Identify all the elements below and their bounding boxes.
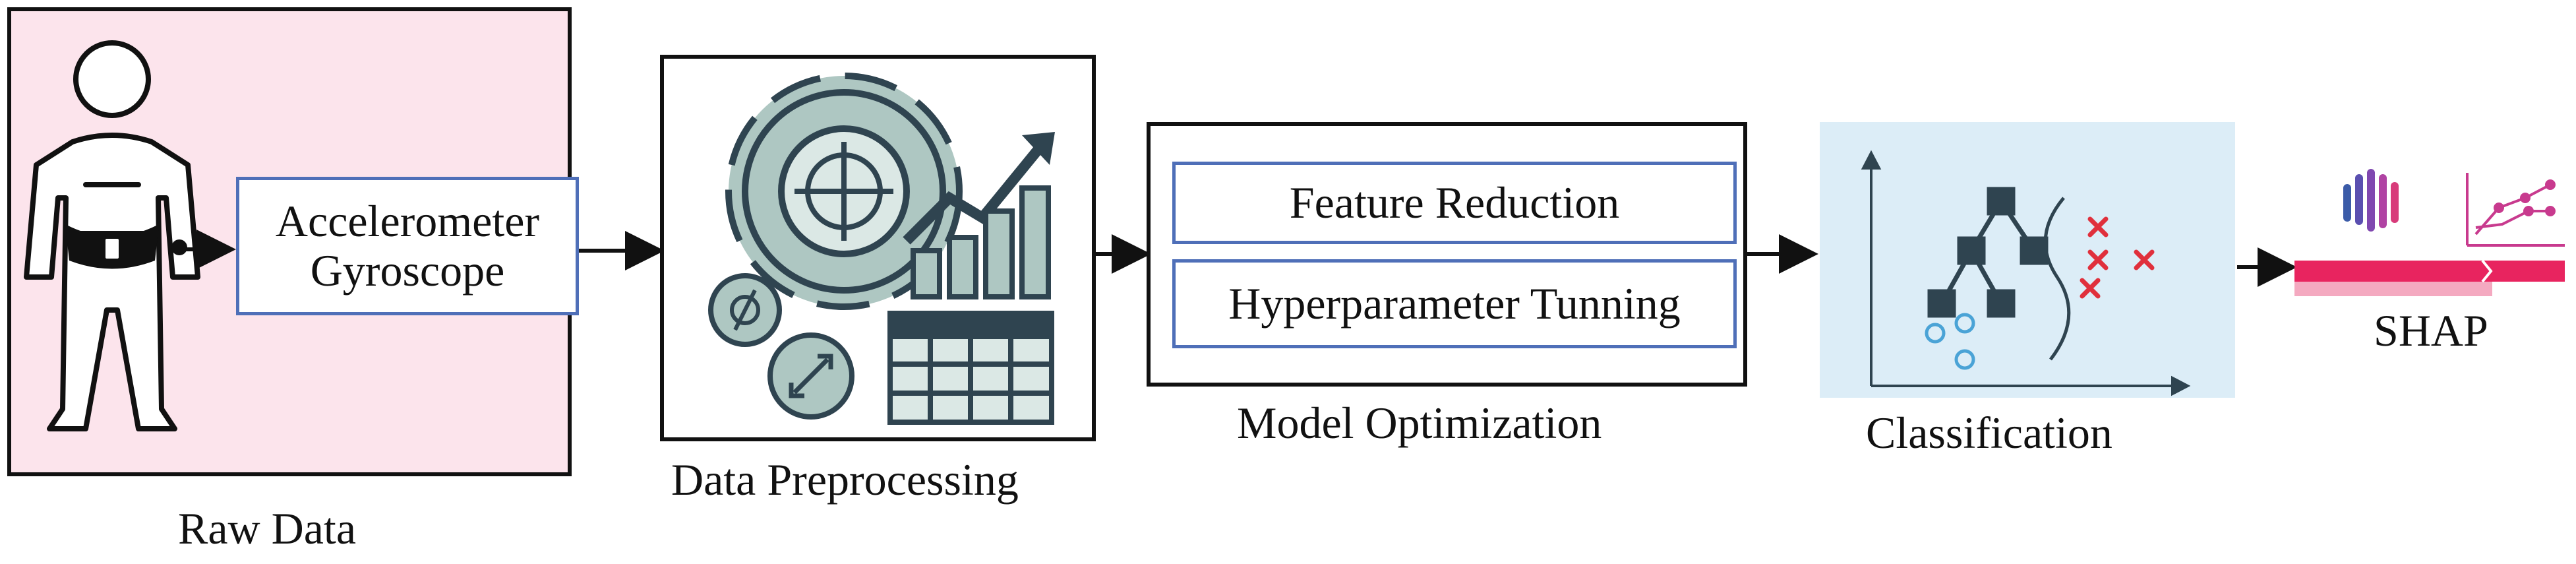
growth-chart-icon [903, 132, 1055, 299]
shap-bar-icon [2343, 169, 2399, 232]
decision-boundary [2043, 197, 2071, 361]
tree-icon [1927, 187, 2049, 318]
raw-data-label: Raw Data [178, 503, 357, 553]
belt-sensor-icon [66, 231, 187, 269]
optimization-label: Model Optimization [1237, 398, 1602, 448]
sensor-box: Accelerometer Gyroscope [236, 177, 579, 315]
red-cross-markers [2080, 216, 2155, 299]
sensor-line-accelerometer: Accelerometer [275, 196, 540, 247]
blue-circle-markers [1925, 313, 1975, 370]
shap-line-icon [2466, 173, 2565, 247]
gear-icon [725, 73, 963, 310]
classification-label: Classification [1866, 408, 2112, 458]
hyperparameter-tuning-box: Hyperparameter Tunning [1172, 259, 1737, 348]
sensor-line-gyroscope: Gyroscope [310, 245, 505, 296]
preprocessing-label: Data Preprocessing [671, 454, 1019, 505]
axes-icon [1861, 150, 2191, 396]
feature-reduction-box: Feature Reduction [1172, 162, 1737, 244]
shap-force-bar [2294, 259, 2565, 296]
scale-icon [708, 273, 854, 420]
table-icon [887, 311, 1054, 425]
shap-label: SHAP [2374, 305, 2488, 356]
